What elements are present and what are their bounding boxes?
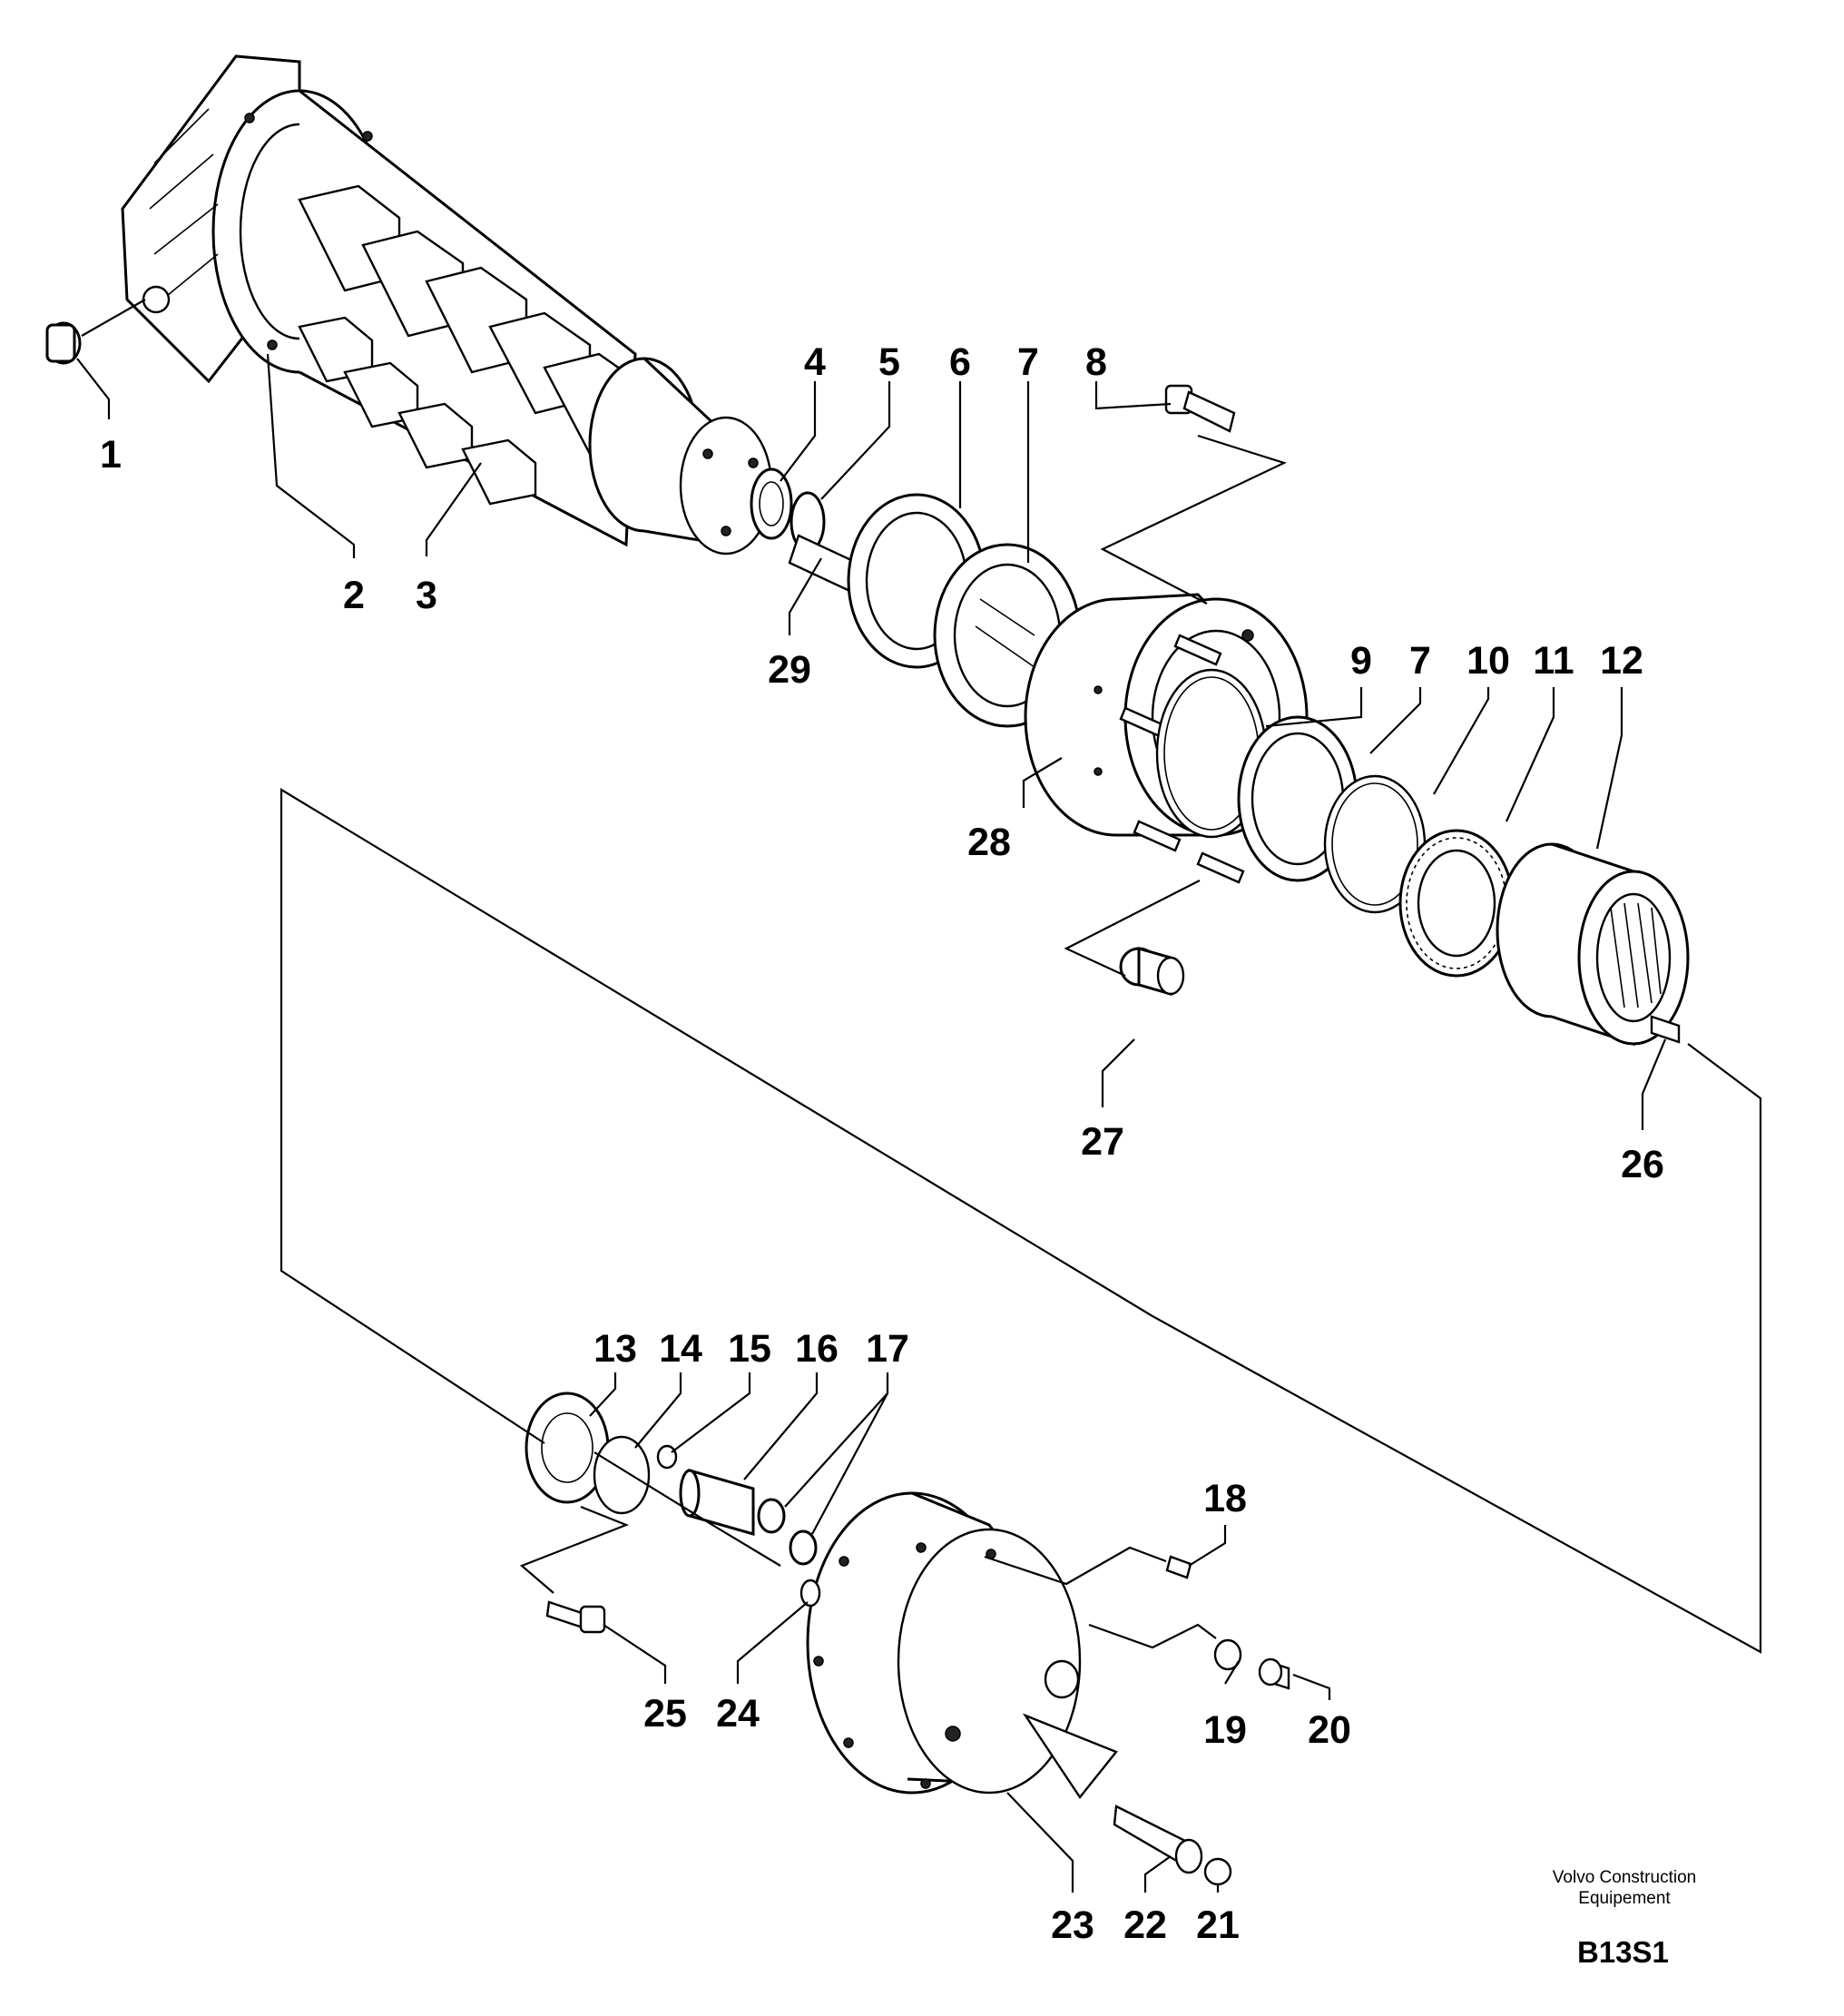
callout-3: 1	[100, 433, 122, 477]
plug-part-20	[1258, 1657, 1290, 1690]
ring-gear-part-11	[1398, 829, 1515, 978]
callout-1: 3	[416, 574, 437, 617]
callout-9: 9	[1350, 639, 1372, 683]
reduction-housing-part-23	[806, 1491, 1118, 1800]
callout-17: 17	[866, 1327, 909, 1371]
callout-27: 27	[1081, 1120, 1124, 1164]
plug-part-22	[1113, 1805, 1203, 1874]
callout-8: 8	[1085, 340, 1107, 384]
seal-ring-part-19	[1213, 1638, 1242, 1671]
bearing-part-17	[757, 1498, 818, 1566]
callout-13: 13	[593, 1327, 637, 1371]
callout-25: 25	[643, 1692, 687, 1736]
axle-housing	[121, 54, 773, 556]
callout-11: 11	[1533, 639, 1574, 683]
callout-28: 28	[967, 821, 1011, 864]
bolt-part-25	[545, 1600, 606, 1634]
brand-line-1: Volvo Construction	[1552, 1868, 1697, 1887]
callout-19: 19	[1203, 1708, 1247, 1752]
brand-caption: Volvo Construction Equipement	[1525, 1867, 1724, 1909]
callout-18: 18	[1203, 1477, 1247, 1520]
callout-16: 16	[795, 1327, 839, 1371]
o-ring-part-14	[593, 1435, 651, 1515]
bolt-part-18	[1165, 1555, 1192, 1579]
callout-24: 24	[716, 1692, 760, 1736]
pinion-part-16	[679, 1469, 755, 1536]
callout-4: 4	[804, 340, 826, 384]
callout-21: 21	[1196, 1903, 1240, 1947]
callout-10: 10	[1466, 639, 1510, 683]
callout-2: 2	[343, 574, 365, 617]
callout-12: 12	[1600, 639, 1643, 683]
plug-part-3	[45, 299, 146, 365]
drawing-code: B13S1	[1577, 1935, 1669, 1969]
leader-lines	[76, 353, 1762, 1893]
wheel-nut-part-27	[1119, 947, 1185, 996]
callout-29: 29	[768, 648, 811, 692]
callout-23: 23	[1051, 1903, 1094, 1947]
washer-part-24	[799, 1578, 821, 1608]
callout-7-upper: 7	[1017, 340, 1039, 384]
circlip-part-10	[1323, 774, 1427, 914]
callout-26: 26	[1621, 1143, 1664, 1186]
pin-part-26	[1650, 1015, 1681, 1044]
callout-7-lower: 7	[1409, 639, 1431, 683]
ring-part-21	[1203, 1857, 1232, 1886]
callout-5: 5	[878, 340, 900, 384]
brand-line-2: Equipement	[1578, 1889, 1671, 1908]
callout-14: 14	[659, 1327, 702, 1371]
bearing-part-4	[750, 467, 793, 540]
washer-part-15	[656, 1444, 678, 1470]
gear-carrier-part-12	[1496, 842, 1690, 1047]
callout-6: 6	[949, 340, 971, 384]
callout-15: 15	[728, 1327, 771, 1371]
callout-20: 20	[1308, 1708, 1351, 1752]
callout-numbers: 1 2 3 4 5 6 7 8 9 7 10 11 12 13 14 15 16…	[100, 340, 1664, 1947]
bolt-part-8	[1164, 384, 1236, 433]
callout-22: 22	[1123, 1903, 1167, 1947]
